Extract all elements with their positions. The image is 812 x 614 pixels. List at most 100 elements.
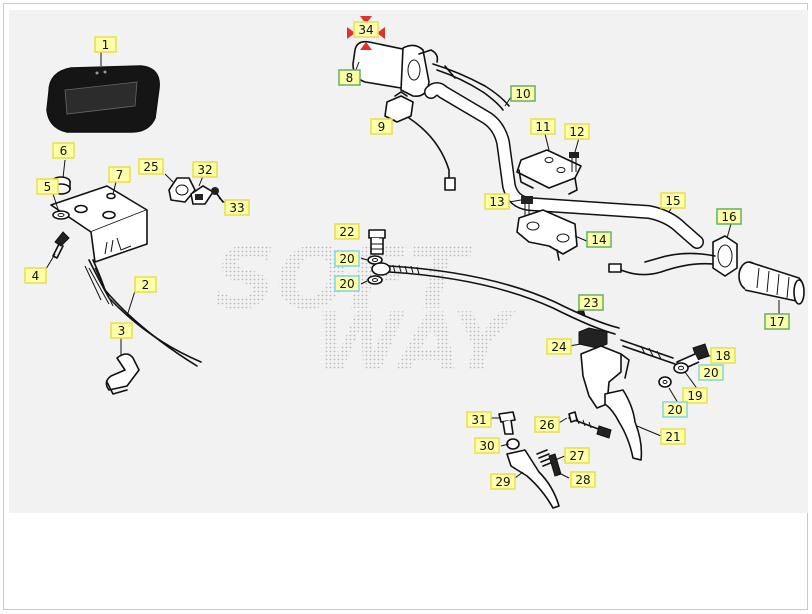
part-kill-switch[interactable] (384, 91, 456, 191)
part-adjuster[interactable] (568, 411, 612, 439)
svg-text:24: 24 (551, 340, 566, 354)
part-bracket[interactable] (50, 185, 148, 263)
callout-32[interactable]: 32 (192, 161, 218, 178)
part-lever-nut[interactable] (658, 376, 672, 388)
svg-text:17: 17 (769, 315, 784, 329)
callout-19[interactable]: 19 (682, 387, 708, 404)
svg-text:33: 33 (229, 201, 244, 215)
callout-labels: 1 2 3 4 5 6 7 8 9 10 11 12 13 14 15 16 1… (24, 21, 790, 490)
callout-8[interactable]: 8 (338, 69, 361, 86)
part-throttle-cables[interactable] (432, 63, 510, 111)
callout-31[interactable]: 31 (466, 411, 492, 428)
part-clip-nut[interactable] (190, 185, 215, 205)
callout-25[interactable]: 25 (138, 158, 164, 175)
callout-13[interactable]: 13 (484, 193, 510, 210)
callout-29[interactable]: 29 (490, 473, 516, 490)
part-brake-lever[interactable] (604, 389, 643, 461)
watermark: SOFT WAY (214, 229, 517, 389)
svg-text:1: 1 (102, 38, 110, 52)
svg-text:29: 29 (495, 475, 510, 489)
callout-4[interactable]: 4 (24, 267, 47, 284)
svg-text:14: 14 (591, 233, 606, 247)
callout-2[interactable]: 2 (134, 276, 157, 293)
svg-text:32: 32 (197, 163, 212, 177)
svg-text:28: 28 (575, 473, 590, 487)
svg-text:23: 23 (583, 296, 598, 310)
svg-text:30: 30 (479, 439, 494, 453)
part-cable-holder[interactable] (168, 177, 196, 203)
callout-27[interactable]: 27 (564, 447, 590, 464)
callout-20-upper-left[interactable]: 20 (334, 250, 360, 267)
part-reservoir-cap[interactable] (578, 327, 608, 349)
callout-9[interactable]: 9 (370, 118, 393, 135)
callout-6[interactable]: 6 (52, 142, 75, 159)
part-wiring-harness[interactable] (84, 259, 202, 367)
callout-28[interactable]: 28 (570, 471, 596, 488)
svg-text:31: 31 (471, 413, 486, 427)
part-sealing-washer-upper[interactable] (367, 255, 383, 265)
callout-20-lower-left[interactable]: 20 (334, 275, 360, 292)
svg-text:20: 20 (339, 252, 354, 266)
callout-21[interactable]: 21 (660, 428, 686, 445)
part-cable-clamp[interactable] (105, 353, 140, 395)
parts-diagram: SOFT WAY (9, 10, 808, 513)
highlight-crosshair-icon (347, 16, 385, 50)
svg-text:20: 20 (667, 403, 682, 417)
watermark-line-2: WAY (314, 296, 517, 389)
part-sealing-washer-lower[interactable] (367, 275, 383, 285)
part-pivot-bolt[interactable] (498, 411, 516, 435)
callout-20-right-lower[interactable]: 20 (662, 401, 688, 418)
part-washer[interactable] (52, 210, 70, 220)
callout-24[interactable]: 24 (546, 338, 572, 355)
callout-14[interactable]: 14 (586, 231, 612, 248)
callout-22[interactable]: 22 (334, 223, 360, 240)
svg-text:15: 15 (665, 194, 680, 208)
part-handlebar[interactable] (424, 82, 704, 249)
callout-11[interactable]: 11 (530, 118, 556, 135)
part-left-grip[interactable] (738, 261, 805, 305)
callout-15[interactable]: 15 (660, 192, 686, 209)
part-banjo-bolt[interactable] (368, 229, 386, 255)
part-screw-bracket[interactable] (52, 231, 70, 259)
callout-34[interactable]: 34 (353, 21, 379, 38)
callout-12[interactable]: 12 (564, 123, 590, 140)
callout-18[interactable]: 18 (710, 347, 736, 364)
part-lever-washer[interactable] (673, 362, 689, 374)
svg-text:3: 3 (118, 324, 126, 338)
callout-1[interactable]: 1 (94, 36, 117, 53)
callout-33[interactable]: 33 (224, 199, 250, 216)
callout-10[interactable]: 10 (510, 85, 536, 102)
part-spring[interactable] (536, 449, 554, 467)
svg-text:11: 11 (535, 120, 550, 134)
svg-text:9: 9 (378, 120, 386, 134)
callout-17[interactable]: 17 (764, 313, 790, 330)
svg-text:2: 2 (142, 278, 150, 292)
part-handlebar-clamp-top[interactable] (516, 149, 582, 195)
svg-text:25: 25 (143, 160, 158, 174)
callout-30[interactable]: 30 (474, 437, 500, 454)
callout-26[interactable]: 26 (534, 416, 560, 433)
part-clutch-lever[interactable] (506, 449, 560, 509)
part-switch-housing[interactable] (608, 235, 738, 277)
svg-text:4: 4 (32, 269, 40, 283)
callout-3[interactable]: 3 (110, 322, 133, 339)
callout-5[interactable]: 5 (36, 178, 59, 195)
svg-text:20: 20 (703, 366, 718, 380)
svg-text:5: 5 (44, 180, 52, 194)
callout-7[interactable]: 7 (108, 166, 131, 183)
svg-text:6: 6 (60, 144, 68, 158)
part-throttle-grip[interactable] (352, 40, 439, 98)
callout-23[interactable]: 23 (578, 294, 604, 311)
part-clamp-bolt[interactable] (569, 152, 579, 172)
svg-text:8: 8 (346, 71, 354, 85)
svg-text:16: 16 (721, 210, 736, 224)
part-instrument-cluster[interactable] (46, 65, 160, 133)
callout-16[interactable]: 16 (716, 208, 742, 225)
svg-text:34: 34 (358, 23, 373, 37)
svg-text:20: 20 (339, 277, 354, 291)
svg-text:19: 19 (687, 389, 702, 403)
part-brake-hose[interactable] (371, 262, 620, 335)
part-master-cylinder[interactable] (580, 339, 676, 409)
part-handlebar-clamp-lower[interactable] (516, 209, 578, 261)
callout-20-right-upper[interactable]: 20 (698, 364, 724, 381)
